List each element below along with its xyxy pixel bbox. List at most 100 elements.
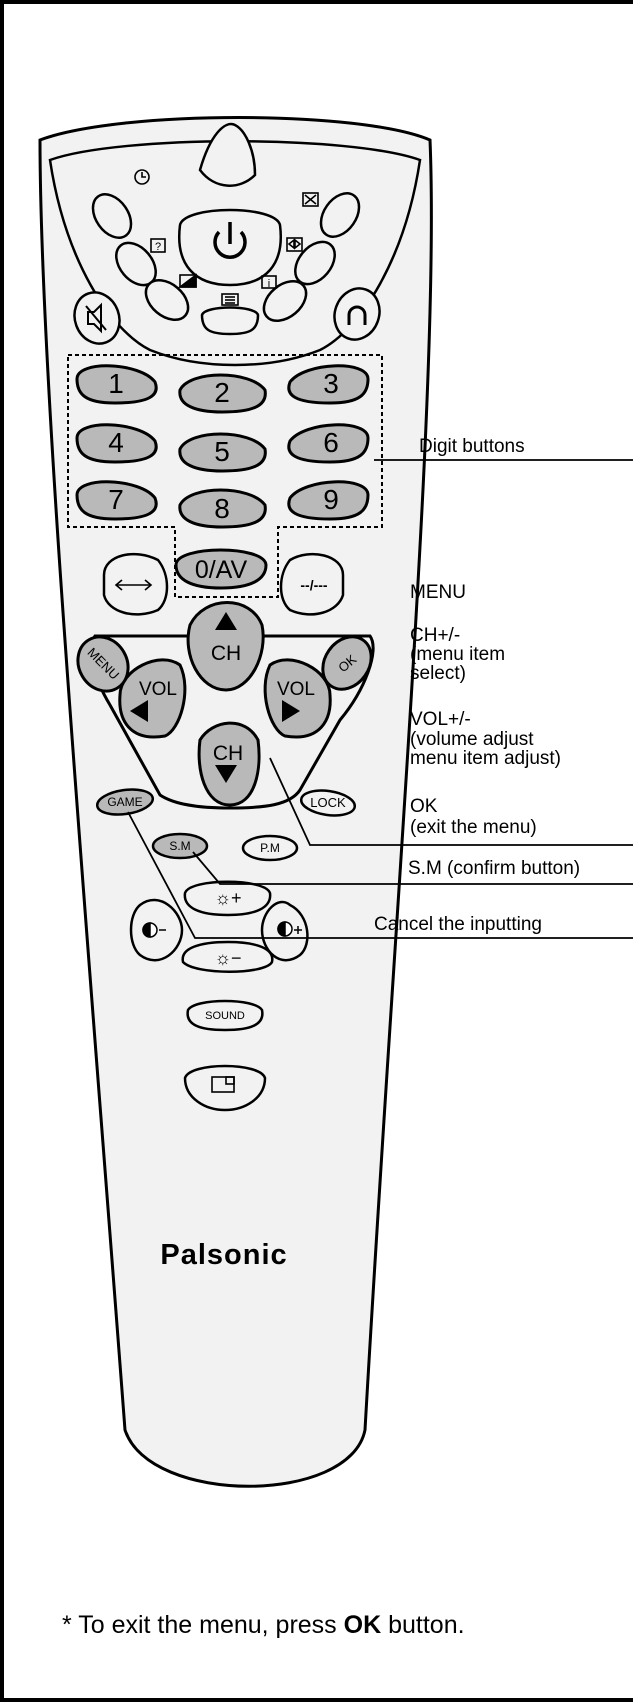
brightness-down-label: ☼− [214,948,241,968]
digit-label-5: 5 [214,436,230,467]
annotation-ok-2: (exit the menu) [410,817,537,838]
digit-label-3: 3 [323,368,339,399]
footnote-prefix: * To exit the menu, press [62,1611,344,1639]
teletext-icon [221,293,239,306]
mute-icon [85,302,107,334]
digit-label-8: 8 [214,493,230,524]
vol-down-button[interactable] [118,658,187,739]
annotation-cancel: Cancel the inputting [374,914,542,935]
vol-right-label: VOL [277,679,315,700]
sound-label: SOUND [205,1010,245,1022]
digit-group-outline [67,354,383,598]
digit-button-7[interactable] [75,480,158,521]
footnote-bold: OK [343,1611,382,1639]
vol-right-arrow-icon [282,700,300,722]
digit-label-6: 6 [323,427,339,458]
text-mix-icon [177,273,197,288]
annotation-menu: MENU [410,582,466,603]
annotation-digit-buttons: Digit buttons [419,436,525,457]
digit-label-9: 9 [323,484,339,515]
digit-button-6[interactable] [287,423,370,464]
remote-top-notch [198,122,257,187]
annotation-ch-1: CH+/- [410,625,460,646]
dash-button[interactable] [279,552,345,616]
ch-up-label: CH [211,642,241,665]
sm-label: S.M [169,839,190,853]
svg-text:?: ? [155,241,161,253]
digit-buttons [75,364,370,590]
annotation-ch-2: (menu item [410,644,505,665]
menu-block-arrows [130,612,300,783]
lower-small-labels: GAME LOCK S.M P.M [107,795,346,855]
pm-label: P.M [260,841,280,855]
top-icon-group: ? i [85,169,367,334]
pip-button[interactable] [313,186,367,244]
annotation-ok-1: OK [410,796,438,817]
ch-up-button[interactable] [186,601,265,692]
picture-size-icon [286,237,303,252]
ok-button[interactable] [313,627,381,698]
display-button[interactable] [183,1064,267,1112]
annotation-texts: Digit buttons MENU CH+/- (menu item sele… [374,436,580,935]
digit-label-1: 1 [108,368,124,399]
power-icon [213,222,247,259]
brightness-up-button[interactable] [183,880,272,917]
zero-av-button[interactable] [174,548,268,590]
digit-button-9[interactable] [287,480,370,521]
lock-label: LOCK [310,795,346,810]
help-icon: ? [150,238,166,253]
picture-control-buttons [129,880,309,1112]
teletext-button[interactable] [200,306,260,336]
leader-ok [269,757,633,846]
lock-button[interactable] [299,787,357,818]
double-arrow-icon [114,579,153,591]
zero-av-label: 0/AV [195,556,248,584]
power-button[interactable] [178,208,282,287]
digit-button-8[interactable] [178,488,267,529]
menu-block-buttons [68,601,381,807]
leader-cancel [127,811,633,939]
ch-down-arrow-icon [215,765,237,783]
clock-icon [134,169,150,185]
ch-down-button[interactable] [197,721,261,807]
menu-button[interactable] [68,628,138,700]
contrast-up-icon [277,921,302,937]
digit-button-5[interactable] [178,432,267,473]
sleep-button[interactable] [85,187,139,245]
annotation-vol-1: VOL+/- [410,709,471,730]
pm-button[interactable] [241,834,299,862]
digit-labels: 1 2 3 4 5 6 7 8 9 0/AV [108,368,339,584]
digit-button-4[interactable] [75,423,158,464]
footnote-suffix: button. [381,1611,465,1639]
contrast-icons [142,921,302,938]
digit-label-4: 4 [108,427,124,458]
annotation-sm: S.M (confirm button) [408,858,580,879]
game-label: GAME [107,795,142,809]
digit-button-3[interactable] [287,364,370,405]
annotation-vol-3: menu item adjust) [410,748,561,769]
half-page-icon [302,192,319,207]
digit-button-2[interactable] [178,373,267,414]
display-icon [211,1076,235,1093]
footnote: * To exit the menu, press OK button. [62,1611,465,1640]
headphone-button[interactable] [327,282,386,346]
brand-logo: Palsonic [160,1239,287,1271]
top-button-group [73,186,386,346]
contrast-down-icon [142,922,166,938]
vol-left-label: VOL [139,679,177,700]
info-icon: i [261,275,277,290]
dash-label: --/--- [300,577,328,593]
headphone-icon [347,305,367,325]
picture-control-labels: ☼+ ☼− SOUND [205,888,245,1022]
mix-button[interactable] [138,272,195,327]
brightness-up-label: ☼+ [214,888,241,908]
leader-sm [192,851,633,885]
ch-down-label: CH [213,742,243,765]
digit-button-1[interactable] [75,364,158,405]
digit-label-7: 7 [108,484,124,515]
game-button[interactable] [95,786,155,818]
sound-button[interactable] [186,999,264,1032]
vol-up-button[interactable] [263,658,332,739]
svg-text:i: i [268,278,270,290]
